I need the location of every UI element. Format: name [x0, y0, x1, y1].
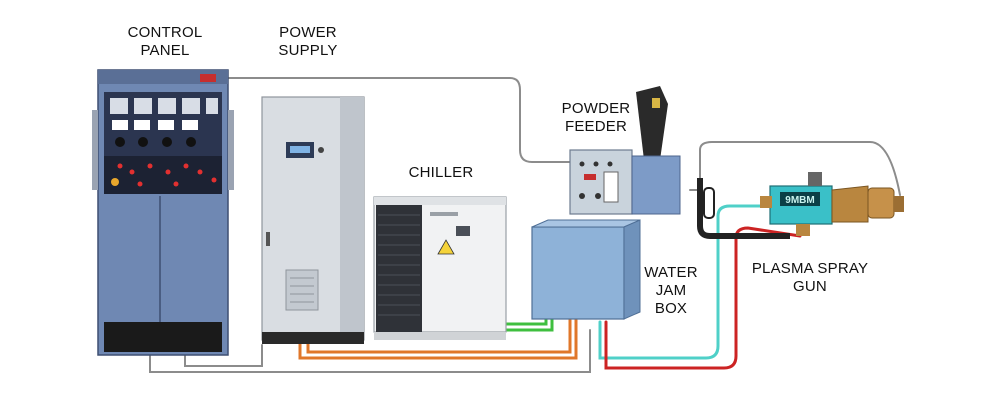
plasma-spray-gun-anode [831, 185, 869, 223]
control-panel-label-line-2: PANEL [140, 42, 190, 59]
plasma-spray-gun-bracket [697, 178, 790, 239]
plasma-spray-gun: 9MBM [697, 172, 904, 239]
feeder-to-gun-cable [689, 141, 901, 196]
water-jam-box-label-line-3: BOX [654, 300, 688, 317]
chiller-label-line-1: CHILLER [408, 164, 474, 181]
control-panel [92, 69, 234, 356]
control-panel-meters [110, 98, 218, 130]
orange-hose-1 [298, 318, 578, 360]
powder-feeder [569, 86, 681, 215]
water-jam-box-label-line-1: WATER [644, 264, 698, 281]
control-panel-knobs [115, 137, 196, 147]
chiller-label: CHILLER [396, 164, 486, 182]
gun-badge-text: 9MBM [785, 195, 814, 206]
cyan-hose [598, 204, 774, 360]
control-panel-indicator-lights [117, 163, 217, 187]
water-jam-box [531, 219, 641, 320]
chiller-grille [376, 205, 422, 332]
control-to-feeder-cable [224, 77, 576, 163]
chiller-base [374, 332, 506, 340]
water-jam-box-label-line-2: JAM [655, 282, 687, 299]
control-panel-warning-plate [200, 74, 216, 82]
power-supply [261, 96, 365, 344]
connection-lines [149, 77, 901, 373]
power-supply-vent [285, 269, 319, 311]
green-hose-1 [498, 316, 554, 332]
plasma-spray-gun-label: PLASMA SPRAY GUN [740, 260, 880, 296]
power-supply-label: POWER SUPPLY [258, 24, 358, 60]
power-supply-base [262, 332, 364, 344]
chiller-control-display [456, 226, 470, 236]
green-hose-2 [498, 316, 548, 326]
control-bottom-cable-1 [149, 329, 591, 373]
control-panel-base [104, 322, 222, 352]
control-panel-right-handle [228, 110, 234, 190]
power-supply-switch [318, 147, 324, 153]
red-hose [604, 226, 802, 370]
control-panel-left-handle [92, 110, 98, 190]
control-panel-emergency-stop [111, 178, 119, 186]
control-panel-label: CONTROL PANEL [106, 24, 224, 60]
powder-feeder-label-line-1: POWDER [561, 100, 631, 117]
plasma-spray-gun-label-line-1: PLASMA SPRAY [751, 260, 869, 277]
plasma-spray-gun-nozzle [867, 187, 895, 219]
powder-feeder-label: POWDER FEEDER [546, 100, 646, 136]
plasma-spray-gun-label-line-2: GUN [793, 278, 827, 295]
powder-feeder-front-panel [569, 149, 633, 215]
power-supply-label-line-2: SUPPLY [278, 42, 338, 59]
chiller-warning-label [437, 239, 455, 255]
power-supply-label-line-1: POWER [279, 24, 337, 41]
chiller [373, 196, 507, 340]
control-panel-lower-panel [104, 156, 222, 194]
water-jam-box-label: WATER JAM BOX [636, 264, 706, 318]
control-panel-label-line-1: CONTROL [127, 24, 203, 41]
plasma-spray-gun-top-fitting [808, 172, 822, 186]
powder-feeder-flowmeter [603, 171, 619, 203]
orange-hose-2 [306, 318, 572, 354]
powder-feeder-label-line-2: FEEDER [564, 118, 628, 135]
